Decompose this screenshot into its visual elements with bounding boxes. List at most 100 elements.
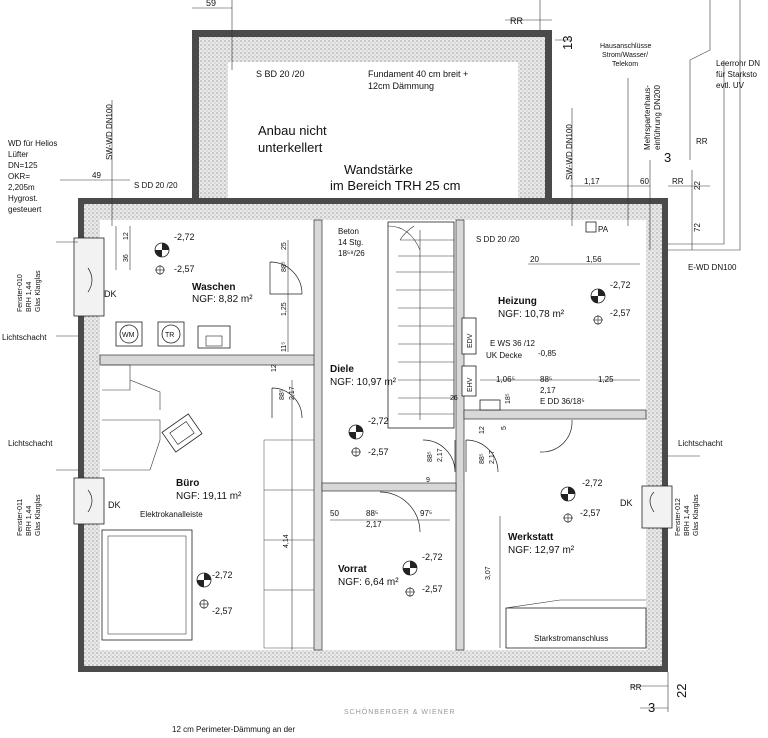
diele-dim-217: 2,17 [437,448,444,462]
dim-22-right: 22 [693,181,702,190]
wd-note-2: Lüfter [8,150,29,159]
leerrohr-1: Leerrohr DN [716,59,760,68]
right-swwd: SW-WD DN100 [565,124,574,180]
waschen-dim-25: 25 [281,242,288,250]
room-waschen-name: Waschen [192,282,236,293]
left-swwd: SW-WD DN100 [105,104,114,160]
dimension-lines [56,0,741,712]
window-012-line1: Fenster-012 [675,498,682,536]
window-011-line2: BRH 1,44 [26,506,33,536]
werkstatt-dim-217: 2,17 [489,450,496,464]
room-diele-name: Diele [330,364,354,375]
diele-dim-26: 26 [450,395,458,402]
annex-wall-line2: im Bereich TRH 25 cm [330,178,461,193]
heizung-dim-125: 1,25 [598,375,614,384]
diele-dim-9: 9 [426,477,430,484]
room-werkstatt-name: Werkstatt [508,532,554,543]
annex-fundament-line1: Fundament 40 cm breit + [368,69,468,79]
room-heizung-name: Heizung [498,296,537,307]
dim-top-59: 59 [206,0,216,8]
window-011-line3: Glas Klarglas [35,494,42,536]
rr-top-label: RR [510,16,523,26]
footer-dim-22: 22 [674,684,689,698]
waschen-level-1: -2,72 [174,232,195,242]
vorrat-level-1: -2,72 [422,552,443,562]
wd-note-3: DN=125 [8,161,38,170]
annex-wall-line1: Wandstärke [344,162,413,177]
heizung-dim-88: 88⁵ [540,375,552,384]
waschen-wm: WM [122,332,135,339]
werkstatt-stark: Starkstromanschluss [534,634,608,643]
furniture [101,221,647,649]
vorrat-dim-975: 97⁵ [420,509,432,518]
interior-walls [73,219,673,651]
doors [87,261,655,533]
lichtschacht-left-1: Lichtschacht [2,333,47,342]
right-rr-1: RR [696,137,708,146]
diele-beton-1: Beton [338,227,359,236]
heizung-uk: UK Decke [486,351,523,360]
window-010-line2: BRH 1,44 [26,282,33,312]
right-ewd: E-WD DN100 [688,263,737,272]
heizung-pa: PA [598,225,609,234]
window-011-line1: Fenster-011 [17,499,24,536]
waschen-level-2: -2,57 [174,264,195,274]
hausanschluss-2: Strom/Wasser/ [602,52,648,59]
werkstatt-dim-12: 12 [479,426,486,434]
werkstatt-dim-88: 88⁵ [479,453,486,464]
diele-edv: EDV [467,333,474,348]
room-werkstatt-ngf: NGF: 12,97 m² [508,545,575,556]
buero-level-2: -2,57 [212,606,233,616]
window-010-line3: Glas Klarglas [35,270,42,312]
waschen-tr: TR [165,332,174,339]
wd-note-6: Hygrost. [8,194,38,203]
footer-axis-3: 3 [648,700,655,715]
annex-fundament-line2: 12cm Dämmung [368,81,434,91]
vorrat-dim-50: 50 [330,509,339,518]
buero-dim-414: 4,14 [283,534,290,548]
lichtschacht-right: Lichtschacht [678,439,723,448]
werkstatt-dk: DK [620,498,633,508]
waschen-dim-36: 36 [123,254,130,262]
diele-ehv: EHV [467,377,474,392]
window-012-line2: BRH 1,44 [684,506,691,536]
wd-note-4: OKR= [8,172,30,181]
dim-60: 60 [640,177,649,186]
buero-level-1: -2,72 [212,570,233,580]
mehrsparten-1: Mehrspartenhaus- [643,85,652,150]
waschen-dk: DK [104,289,117,299]
footer-note: 12 cm Perimeter-Dämmung an der [172,725,295,734]
room-vorrat-name: Vorrat [338,564,367,575]
heizung-dim-20: 20 [530,255,539,264]
werkstatt-level-1: -2,72 [582,478,603,488]
left-sdd: S DD 20 /20 [134,181,178,190]
dim-1-17: 1,17 [584,177,600,186]
vorrat-dim-88: 88⁵ [366,509,378,518]
heizung-edd: E DD 36/18⁵ [540,397,585,406]
buero-dim-217: 2,17 [289,386,296,400]
annex-walls [192,30,552,200]
werkstatt-dim-5: 5 [501,426,508,430]
room-diele-ngf: NGF: 10,97 m² [330,377,397,388]
room-heizung-ngf: NGF: 10,78 m² [498,309,565,320]
wd-note-7: gesteuert [8,205,42,214]
annex-title-line1: Anbau nicht [258,123,327,138]
wd-note-5: 2,205m [8,183,35,192]
werkstatt-level-2: -2,57 [580,508,601,518]
room-vorrat-ngf: NGF: 6,64 m² [338,577,399,588]
buero-dim-88: 88⁵ [279,389,286,400]
werkstatt-dim-307: 3,07 [485,566,492,580]
staircase [387,221,501,429]
heizung-ews: E WS 36 /12 [490,339,535,348]
annex-title-line2: unterkellert [258,140,323,155]
diele-beton-2: 14 Stg. [338,238,363,247]
axis-13-label: 13 [560,36,575,50]
room-buero-name: Büro [176,478,199,489]
heizung-sdd: S DD 20 /20 [476,235,520,244]
diele-level-1: -2,72 [368,416,389,426]
hausanschluss-3: Telekom [612,61,638,68]
heizung-uk-val: -0,85 [538,349,557,358]
annex-sbd: S BD 20 /20 [256,69,305,79]
vorrat-level-2: -2,57 [422,584,443,594]
